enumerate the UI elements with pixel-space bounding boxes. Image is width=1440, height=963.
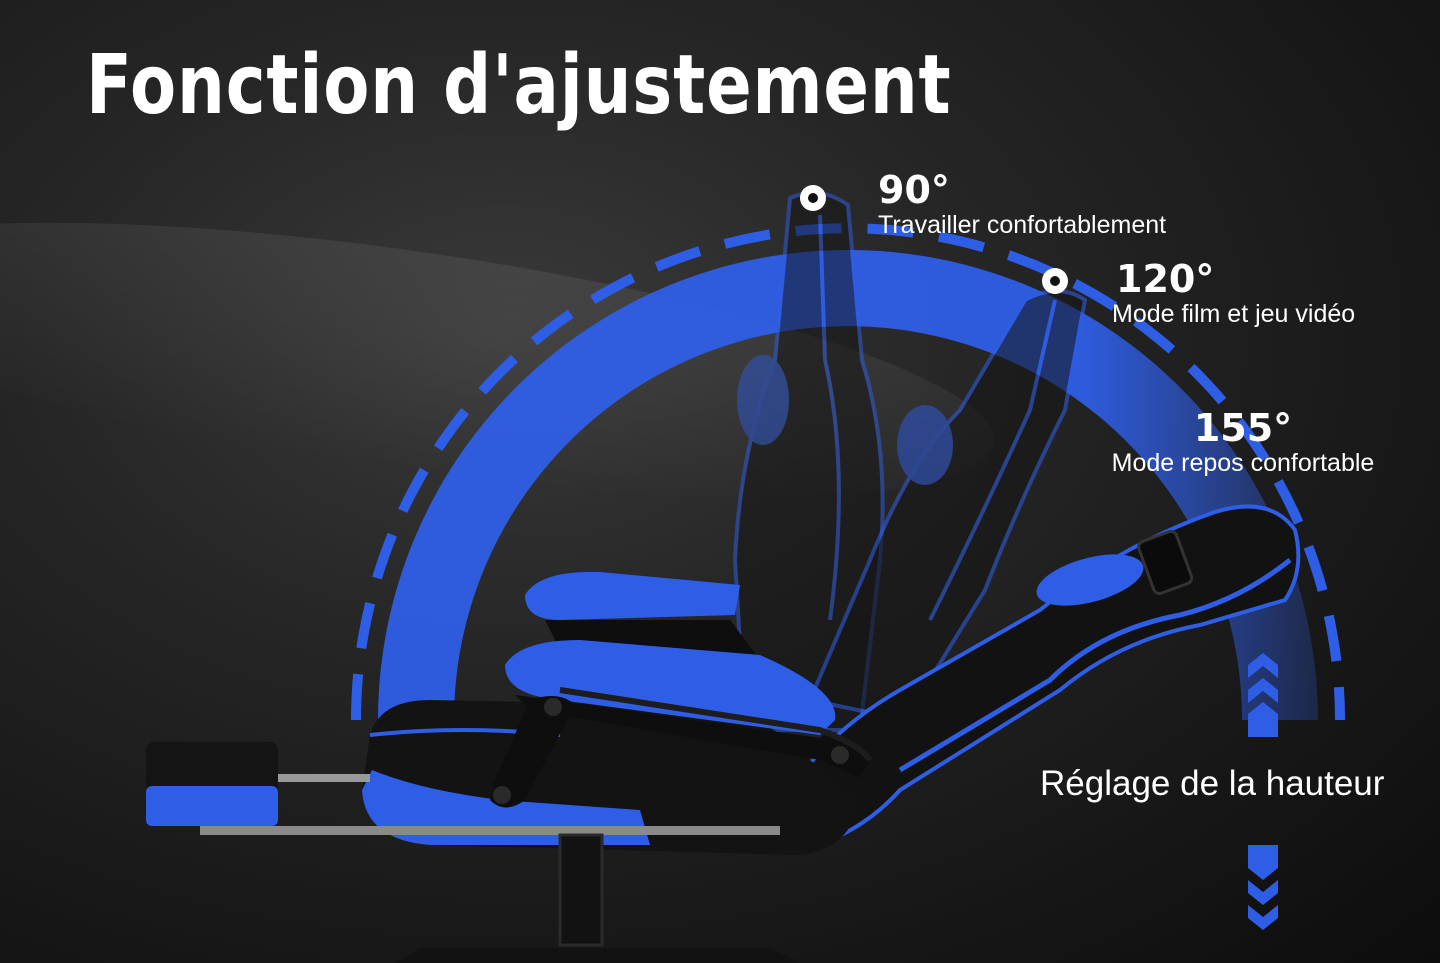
angle-description: Mode film et jeu vidéo (1112, 300, 1356, 328)
angle-value: 90° (878, 168, 950, 212)
backrest-ghost-120 (807, 289, 1088, 723)
height-adjustment-label: Réglage de la hauteur (1040, 764, 1385, 803)
angle-label-120: 120° Mode film et jeu vidéo (1112, 259, 1355, 329)
page-title: Fonction d'ajustement (86, 38, 952, 133)
arrow-up-icon (1248, 653, 1278, 737)
angle-description: Mode repos confortable (1111, 449, 1375, 477)
angle-label-90: 90° Travailler confortablement (878, 170, 1166, 240)
angle-marker-icon (1042, 268, 1068, 294)
recline-arc-band (378, 250, 1318, 720)
recline-dashed-arc (351, 223, 1345, 721)
armrest-front (490, 640, 873, 808)
angle-description: Travailler confortablement (878, 211, 1167, 239)
angle-value: 155° (1193, 406, 1293, 450)
chair-base (395, 833, 800, 963)
angle-label-155: 155° Mode repos confortable (1097, 408, 1389, 478)
angle-marker-icon (800, 185, 826, 211)
backrest-ghost-90 (732, 190, 885, 732)
angle-value: 120° (1116, 257, 1215, 301)
arrow-down-icon (1248, 845, 1278, 930)
backrest-reclined-155 (787, 504, 1301, 853)
footrest (146, 742, 780, 835)
